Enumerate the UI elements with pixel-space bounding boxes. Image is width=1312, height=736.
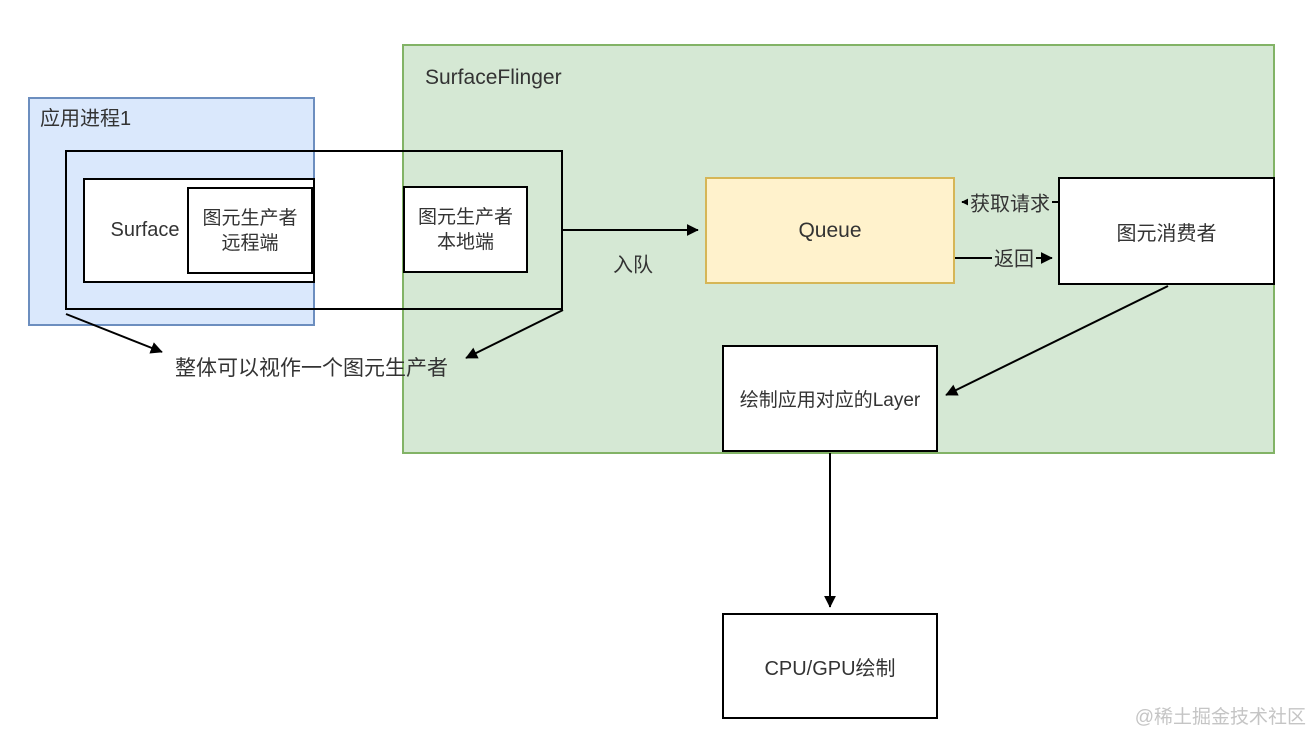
acquire-request-edge-label: 获取请求 (968, 187, 1052, 217)
producer-local-line2: 本地端 (436, 231, 494, 253)
producer-remote-line1: 图元生产者 (202, 207, 298, 229)
producer-remote-line2: 远程端 (221, 232, 279, 254)
producer-local-box: 图元生产者 本地端 (403, 186, 528, 273)
consumer-label: 图元消费者 (1116, 222, 1217, 245)
layer-label: 绘制应用对应的Layer (739, 390, 921, 411)
queue-box: Queue (705, 177, 955, 284)
cpu-gpu-box: CPU/GPU绘制 (722, 613, 938, 719)
producer-remote-box: 图元生产者 远程端 (187, 187, 313, 274)
cpu-gpu-label: CPU/GPU绘制 (764, 657, 896, 680)
surface-label: Surface (110, 219, 180, 241)
queue-label: Queue (798, 218, 862, 242)
producer-note-text: 整体可以视作一个图元生产者 (175, 357, 448, 380)
layer-box: 绘制应用对应的Layer (722, 345, 938, 452)
app-process-label: 应用进程1 (40, 108, 132, 130)
consumer-box: 图元消费者 (1058, 177, 1275, 285)
return-edge-label: 返回 (992, 242, 1036, 272)
enqueue-edge-label: 入队 (613, 254, 653, 277)
producer-group-rect (65, 150, 563, 310)
watermark-text: @稀土掘金技术社区 (1134, 707, 1306, 728)
surfaceflinger-label: SurfaceFlinger (425, 66, 562, 89)
producer-local-line1: 图元生产者 (417, 206, 513, 228)
